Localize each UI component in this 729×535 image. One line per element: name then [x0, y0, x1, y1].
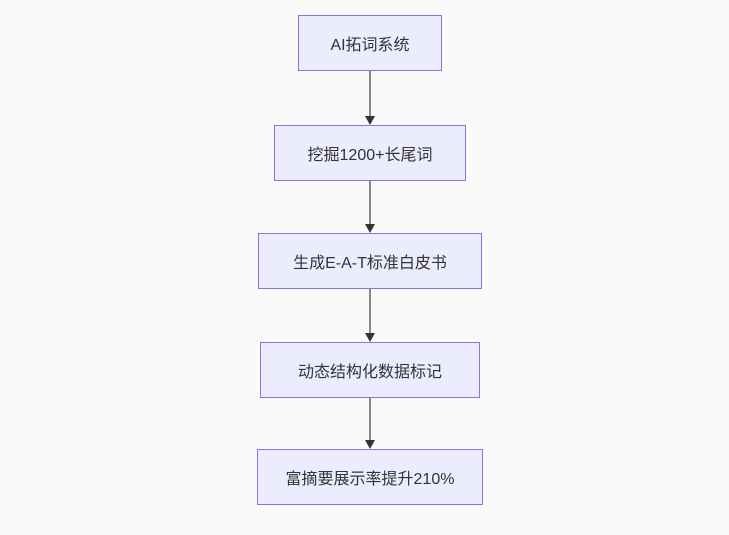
flow-edge-3: [364, 289, 376, 342]
arrowhead-down-icon: [365, 440, 375, 449]
flow-node-eat-standard-whitepaper: 生成E-A-T标准白皮书: [258, 233, 482, 289]
flow-node-label: 生成E-A-T标准白皮书: [293, 255, 447, 272]
arrowhead-down-icon: [365, 333, 375, 342]
flow-node-longtail-keyword-mining: 挖掘1200+长尾词: [274, 125, 466, 181]
flow-node-ai-word-expansion-system: AI拓词系统: [298, 15, 442, 71]
flow-edge-2: [364, 181, 376, 233]
flow-node-dynamic-structured-data-markup: 动态结构化数据标记: [260, 342, 480, 398]
arrowhead-down-icon: [365, 224, 375, 233]
flow-node-label: 动态结构化数据标记: [297, 364, 442, 381]
flow-node-rich-snippet-rate-increase: 富摘要展示率提升210%: [257, 449, 483, 505]
flow-node-label: AI拓词系统: [330, 37, 410, 54]
arrowhead-down-icon: [365, 116, 375, 125]
flow-edge-4: [364, 398, 376, 449]
flow-node-label: 挖掘1200+长尾词: [307, 147, 433, 164]
edge-line: [369, 181, 371, 224]
flow-node-label: 富摘要展示率提升210%: [285, 471, 455, 488]
edge-line: [369, 71, 371, 116]
edge-line: [369, 289, 371, 333]
flow-edge-1: [364, 71, 376, 125]
edge-line: [369, 398, 371, 440]
